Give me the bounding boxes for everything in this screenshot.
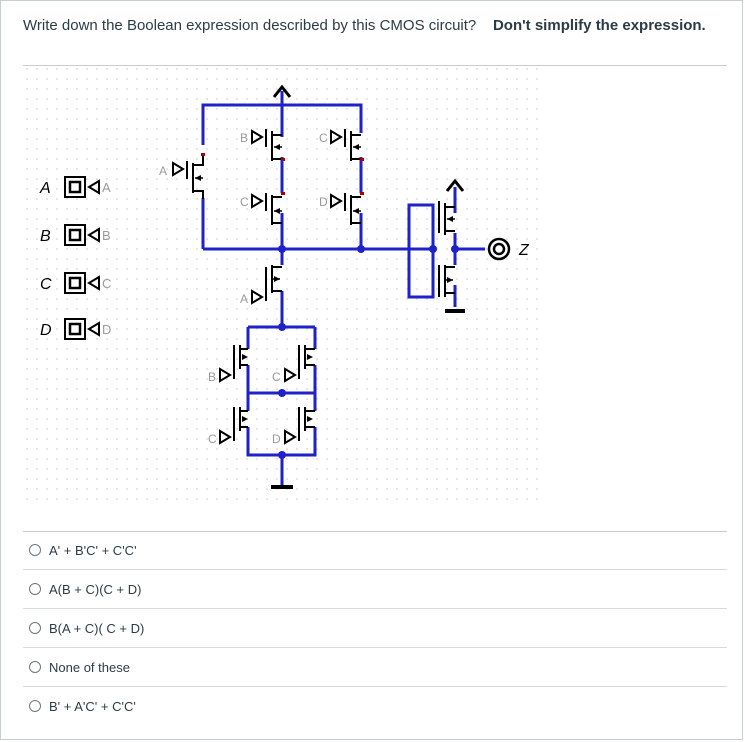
pmos-transistor-a: A bbox=[159, 153, 205, 199]
answer-label: A' + B'C' + C'C' bbox=[49, 542, 137, 558]
inverter-nmos bbox=[438, 265, 455, 297]
answers-divider bbox=[23, 531, 727, 532]
radio-button[interactable] bbox=[29, 622, 41, 634]
radio-button[interactable] bbox=[29, 544, 41, 556]
pmos-transistor-b: B bbox=[240, 129, 285, 161]
output-pin-z[interactable]: Z bbox=[487, 237, 530, 261]
input-pin-label-a: A bbox=[102, 180, 111, 195]
nmos-transistor-c-upper: C bbox=[272, 345, 315, 384]
answer-list: A' + B'C' + C'C' A(B + C)(C + D) B(A + C… bbox=[23, 531, 727, 725]
input-pin-label-b: B bbox=[102, 228, 111, 243]
nmos-transistor-c-lower: C bbox=[208, 407, 248, 446]
input-name-b: B bbox=[40, 228, 51, 245]
answer-label: B' + A'C' + C'C' bbox=[49, 698, 136, 714]
cmos-circuit-diagram: A A B B C C D bbox=[23, 65, 543, 501]
gate-label-pa: A bbox=[159, 164, 167, 178]
gate-label-pb: B bbox=[240, 131, 248, 145]
answer-option[interactable]: None of these bbox=[23, 647, 727, 686]
answer-label: B(A + C)( C + D) bbox=[49, 620, 145, 636]
gate-label-nb: B bbox=[208, 370, 216, 384]
inverter-pmos bbox=[438, 201, 455, 235]
input-pin-b[interactable]: B B bbox=[40, 224, 111, 246]
answer-label: None of these bbox=[49, 659, 130, 675]
answer-label: A(B + C)(C + D) bbox=[49, 581, 142, 597]
input-pin-a[interactable]: A A bbox=[39, 176, 111, 198]
answer-option[interactable]: A' + B'C' + C'C' bbox=[23, 531, 727, 569]
ground-symbols bbox=[271, 309, 465, 489]
vdd-arrow-main bbox=[272, 84, 292, 98]
gate-label-nc2: C bbox=[208, 432, 217, 446]
question-prompt: Write down the Boolean expression descri… bbox=[23, 17, 477, 34]
answer-option[interactable]: B(A + C)( C + D) bbox=[23, 608, 727, 647]
nmos-transistor-d: D bbox=[272, 407, 315, 446]
gate-label-nc1: C bbox=[272, 370, 281, 384]
input-pin-label-c: C bbox=[102, 276, 111, 291]
cmos-circuit-figure: A A B B C C D bbox=[23, 65, 543, 501]
input-name-a: A bbox=[39, 180, 51, 197]
question-text: Write down the Boolean expression descri… bbox=[23, 14, 723, 38]
radio-button[interactable] bbox=[29, 700, 41, 712]
input-pin-d[interactable]: D D bbox=[40, 318, 111, 340]
pmos-transistor-d: D bbox=[319, 192, 364, 225]
radio-button[interactable] bbox=[29, 583, 41, 595]
input-name-c: C bbox=[40, 276, 52, 293]
power-symbols bbox=[272, 84, 465, 192]
gate-label-pc1: C bbox=[319, 131, 328, 145]
grid-background bbox=[23, 65, 543, 501]
question-instruction: Don't simplify the expression. bbox=[492, 17, 706, 34]
pmos-transistor-c-middle: C bbox=[240, 192, 285, 225]
answer-option[interactable]: A(B + C)(C + D) bbox=[23, 569, 727, 608]
gate-label-pc2: C bbox=[240, 195, 249, 209]
output-name-z: Z bbox=[518, 242, 530, 259]
vdd-arrow-inverter bbox=[445, 178, 465, 192]
gate-label-pd: D bbox=[319, 195, 328, 209]
nmos-transistor-b: B bbox=[208, 345, 248, 384]
nmos-transistor-a: A bbox=[240, 265, 282, 306]
pmos-transistor-c-top: C bbox=[319, 129, 364, 161]
wire-junctions bbox=[278, 245, 459, 459]
input-pin-c[interactable]: C C bbox=[40, 272, 111, 294]
radio-button[interactable] bbox=[29, 661, 41, 673]
input-pin-label-d: D bbox=[102, 322, 111, 337]
gate-label-nd: D bbox=[272, 432, 281, 446]
gate-label-na: A bbox=[240, 292, 248, 306]
input-name-d: D bbox=[40, 322, 52, 339]
answer-option[interactable]: B' + A'C' + C'C' bbox=[23, 686, 727, 725]
